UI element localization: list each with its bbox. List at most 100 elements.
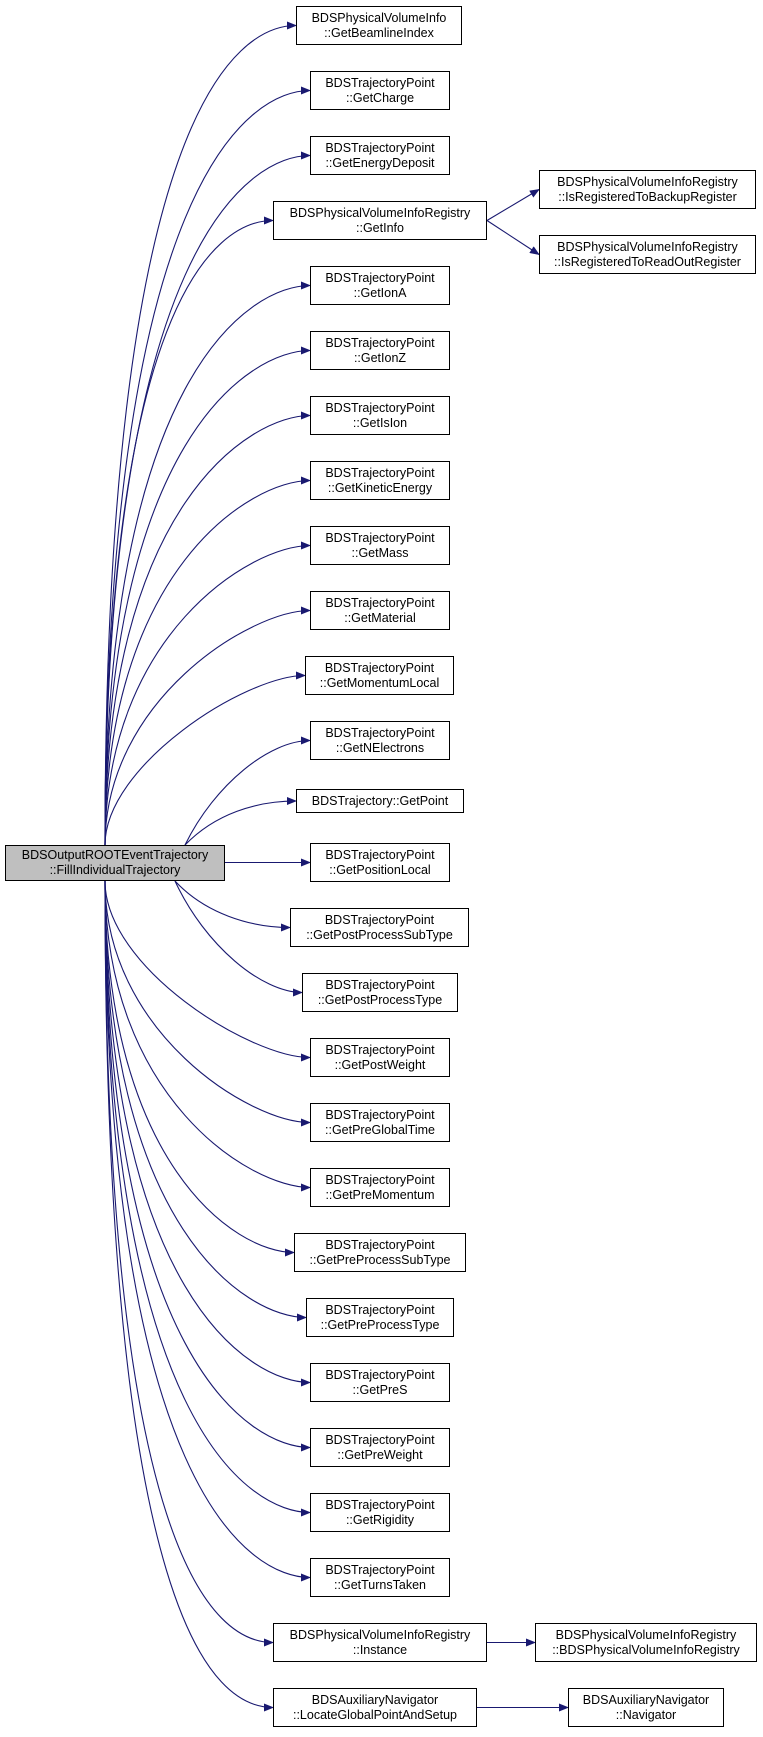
node-get-info[interactable]: BDSPhysicalVolumeInfoRegistry ::GetInfo	[273, 201, 487, 240]
node-get-material[interactable]: BDSTrajectoryPoint ::GetMaterial	[310, 591, 450, 630]
node-line2: ::GetPreProcessSubType	[309, 1252, 451, 1267]
node-line1: BDSTrajectoryPoint	[325, 1302, 435, 1317]
node-line2: ::FillIndividualTrajectory	[49, 863, 181, 877]
node-line1: BDSTrajectoryPoint	[325, 1042, 435, 1057]
node-navigator[interactable]: BDSAuxiliaryNavigator ::Navigator	[568, 1688, 724, 1727]
edge-root-to-getCharge	[104, 86, 311, 846]
node-get-turns-taken[interactable]: BDSTrajectoryPoint ::GetTurnsTaken	[310, 1558, 450, 1597]
node-is-registered-to-read-out-register[interactable]: BDSPhysicalVolumeInfoRegistry ::IsRegist…	[539, 235, 756, 274]
node-get-rigidity[interactable]: BDSTrajectoryPoint ::GetRigidity	[310, 1493, 450, 1532]
node-line1: BDSPhysicalVolumeInfoRegistry	[289, 1627, 471, 1642]
edge-root-to-getPoint	[184, 797, 297, 846]
node-get-pre-s[interactable]: BDSTrajectoryPoint ::GetPreS	[310, 1363, 450, 1402]
node-line1: BDSTrajectoryPoint	[325, 725, 435, 740]
edge-root-to-getPreMomentum	[104, 880, 311, 1192]
node-line2: ::GetIonA	[353, 285, 407, 300]
node-line2: ::GetInfo	[356, 220, 404, 235]
node-get-pre-process-sub-type[interactable]: BDSTrajectoryPoint ::GetPreProcessSubTyp…	[294, 1233, 466, 1272]
edge-root-to-getEnergyDeposit	[104, 151, 311, 846]
node-line1: BDSPhysicalVolumeInfoRegistry	[557, 174, 738, 189]
node-get-is-ion[interactable]: BDSTrajectoryPoint ::GetIsIon	[310, 396, 450, 435]
node-line1: BDSTrajectoryPoint	[325, 270, 435, 285]
node-get-energy-deposit[interactable]: BDSTrajectoryPoint ::GetEnergyDeposit	[310, 136, 450, 175]
edge-root-to-getBeamlineIndex	[104, 21, 297, 846]
node-get-ion-z[interactable]: BDSTrajectoryPoint ::GetIonZ	[310, 331, 450, 370]
node-line1: BDSPhysicalVolumeInfoRegistry	[555, 1627, 737, 1642]
edge-root-to-getRigidity	[104, 880, 311, 1517]
node-get-momentum-local[interactable]: BDSTrajectoryPoint ::GetMomentumLocal	[305, 656, 454, 695]
node-line1: BDSAuxiliaryNavigator	[582, 1692, 710, 1707]
node-line2: ::GetKineticEnergy	[327, 480, 433, 495]
node-line2: ::GetPositionLocal	[329, 862, 431, 877]
edge-root-to-getPostWeight	[104, 880, 311, 1062]
node-get-kinetic-energy[interactable]: BDSTrajectoryPoint ::GetKineticEnergy	[310, 461, 450, 500]
node-line1: BDSPhysicalVolumeInfoRegistry	[557, 239, 738, 254]
node-line2: ::GetMaterial	[344, 610, 416, 625]
node-line2: ::GetPostProcessSubType	[306, 927, 453, 942]
node-get-pre-weight[interactable]: BDSTrajectoryPoint ::GetPreWeight	[310, 1428, 450, 1467]
node-line2: ::GetPreWeight	[337, 1447, 423, 1462]
node-get-ion-a[interactable]: BDSTrajectoryPoint ::GetIonA	[310, 266, 450, 305]
node-line1: BDSTrajectory::GetPoint	[311, 793, 449, 808]
node-line2: ::GetIonZ	[353, 350, 407, 365]
edge-root-to-getPreProcessType	[104, 880, 307, 1322]
node-get-pre-process-type[interactable]: BDSTrajectoryPoint ::GetPreProcessType	[306, 1298, 454, 1337]
node-line2: ::GetPostProcessType	[317, 992, 443, 1007]
edge-root-to-getIsIon	[104, 411, 311, 846]
node-line1: BDSPhysicalVolumeInfo	[311, 10, 447, 25]
node-get-pre-global-time[interactable]: BDSTrajectoryPoint ::GetPreGlobalTime	[310, 1103, 450, 1142]
node-line1: BDSTrajectoryPoint	[324, 912, 435, 927]
node-get-pre-momentum[interactable]: BDSTrajectoryPoint ::GetPreMomentum	[310, 1168, 450, 1207]
node-line2: ::GetCharge	[345, 90, 415, 105]
node-line1: BDSTrajectoryPoint	[325, 847, 435, 862]
node-get-n-electrons[interactable]: BDSTrajectoryPoint ::GetNElectrons	[310, 721, 450, 760]
node-get-mass[interactable]: BDSTrajectoryPoint ::GetMass	[310, 526, 450, 565]
node-line1: BDSTrajectoryPoint	[325, 1367, 435, 1382]
edge-root-to-locateGlobal	[104, 880, 274, 1712]
node-line2: ::Navigator	[615, 1707, 677, 1722]
node-get-post-weight[interactable]: BDSTrajectoryPoint ::GetPostWeight	[310, 1038, 450, 1077]
node-get-post-process-sub-type[interactable]: BDSTrajectoryPoint ::GetPostProcessSubTy…	[290, 908, 469, 947]
node-line2: ::LocateGlobalPointAndSetup	[292, 1707, 457, 1722]
node-line1: BDSTrajectoryPoint	[325, 1497, 435, 1512]
node-get-beamline-index[interactable]: BDSPhysicalVolumeInfo ::GetBeamlineIndex	[296, 6, 462, 45]
node-line1: BDSTrajectoryPoint	[325, 1107, 435, 1122]
node-line1: BDSTrajectoryPoint	[325, 1237, 435, 1252]
node-line2: ::IsRegisteredToReadOutRegister	[554, 254, 741, 269]
node-line2: ::GetPreProcessType	[320, 1317, 440, 1332]
node-line1: BDSTrajectoryPoint	[325, 1432, 435, 1447]
node-is-registered-to-backup-register[interactable]: BDSPhysicalVolumeInfoRegistry ::IsRegist…	[539, 170, 756, 209]
node-line1: BDSAuxiliaryNavigator	[311, 1692, 439, 1707]
node-bds-physical-volume-info-registry-constructor[interactable]: BDSPhysicalVolumeInfoRegistry ::BDSPhysi…	[535, 1623, 757, 1662]
node-line2: ::GetTurnsTaken	[334, 1577, 426, 1592]
node-line2: ::GetEnergyDeposit	[325, 155, 435, 170]
node-line1: BDSTrajectoryPoint	[325, 140, 435, 155]
edge-root-to-getTurnsTaken	[104, 880, 311, 1582]
node-line2: ::Instance	[352, 1642, 408, 1657]
node-line2: ::GetPreGlobalTime	[325, 1122, 435, 1137]
edge-root-to-instance	[104, 880, 274, 1647]
node-line1: BDSTrajectoryPoint	[325, 1172, 435, 1187]
node-line2: ::GetPreS	[352, 1382, 408, 1397]
edge-getInfo-to-isRegReadOut	[486, 220, 540, 256]
node-line2: ::GetMass	[351, 545, 409, 560]
node-get-position-local[interactable]: BDSTrajectoryPoint ::GetPositionLocal	[310, 843, 450, 882]
node-instance[interactable]: BDSPhysicalVolumeInfoRegistry ::Instance	[273, 1623, 487, 1662]
node-root-fill-individual-trajectory: BDSOutputROOTEventTrajectory ::FillIndiv…	[5, 845, 225, 881]
edge-root-to-getIonA	[104, 281, 311, 846]
node-get-post-process-type[interactable]: BDSTrajectoryPoint ::GetPostProcessType	[302, 973, 458, 1012]
edge-root-to-getKineticEnergy	[104, 476, 311, 846]
node-line1: BDSTrajectoryPoint	[325, 595, 435, 610]
node-line1: BDSTrajectoryPoint	[325, 1562, 435, 1577]
edge-root-to-getPostProcessSubType	[174, 880, 291, 932]
edge-root-to-getPostProcessType	[174, 880, 303, 997]
edge-root-to-getMass	[104, 541, 311, 846]
edge-root-to-getInfo	[104, 216, 274, 846]
node-line2: ::BDSPhysicalVolumeInfoRegistry	[552, 1642, 740, 1657]
node-get-charge[interactable]: BDSTrajectoryPoint ::GetCharge	[310, 71, 450, 110]
node-locate-global-point-and-setup[interactable]: BDSAuxiliaryNavigator ::LocateGlobalPoin…	[273, 1688, 477, 1727]
node-get-point[interactable]: BDSTrajectory::GetPoint	[296, 789, 464, 813]
node-line1: BDSTrajectoryPoint	[325, 400, 435, 415]
edge-root-to-getPreS	[104, 880, 311, 1387]
